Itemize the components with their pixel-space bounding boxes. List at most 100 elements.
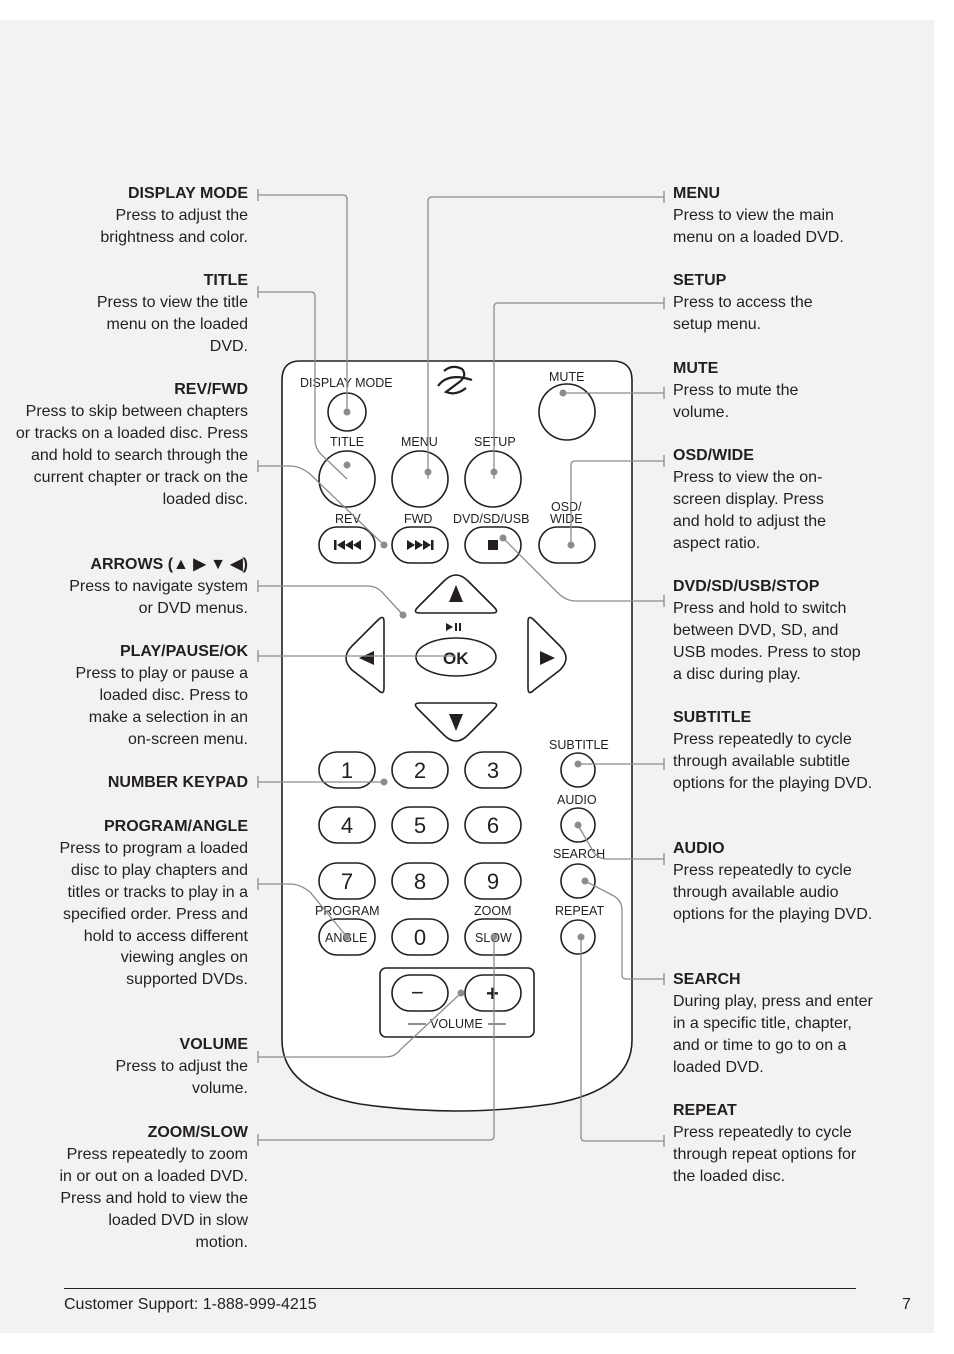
number-key-1[interactable] [318, 751, 376, 789]
callout-audio: AUDIO Press repeatedly to cycle through … [673, 838, 873, 926]
callout-title: NUMBER KEYPAD [107, 774, 248, 791]
callout-desc: Press to adjust the brightness and color… [100, 206, 248, 246]
callout-desc: Press to program a loaded disc to play c… [59, 839, 248, 989]
footer-rule [64, 1288, 856, 1289]
label-fwd: FWD [404, 512, 432, 526]
callout-title: PROGRAM/ANGLE [104, 818, 248, 835]
label-osd: OSD/ [551, 500, 582, 514]
callout-title: PLAY/PAUSE/OK [119, 643, 248, 660]
label-subtitle: SUBTITLE [549, 738, 609, 752]
label-search: SEARCH [553, 847, 605, 861]
callout-desc: Press to skip between chapters or tracks… [15, 402, 248, 508]
callout-desc: Press to access the setup menu. [673, 293, 813, 333]
arrow-down-icon [449, 714, 463, 731]
callout-title: VOLUME [179, 1036, 248, 1053]
menu-button[interactable] [391, 450, 449, 508]
volume-up-button[interactable] [464, 974, 522, 1012]
customer-support-text: Customer Support: 1-888-999-4215 [64, 1296, 317, 1313]
arrow-left-button[interactable] [345, 616, 385, 694]
setup-button[interactable] [464, 450, 522, 508]
callout-desc: Press repeatedly to zoom in or out on a … [59, 1145, 248, 1251]
callout-title: AUDIO [673, 840, 725, 857]
callout-osd-wide: OSD/WIDE Press to view the on-screen dis… [673, 445, 873, 555]
volume-minus-glyph: − [411, 980, 424, 1005]
callout-title: ZOOM/SLOW [147, 1124, 248, 1141]
callout-subtitle: SUBTITLE Press repeatedly to cycle throu… [673, 707, 873, 795]
callout-title: DVD/SD/USB/STOP [673, 578, 820, 595]
callout-title-button: TITLE Press to view the title menu on th… [18, 270, 248, 358]
callout-desc: During play, press and enter in a specif… [673, 992, 873, 1076]
gpx-logo-icon [437, 365, 473, 395]
leader-dots [343, 389, 589, 997]
number-key-5[interactable] [391, 806, 449, 844]
number-key-label: 7 [341, 869, 353, 894]
callout-desc: Press to play or pause a loaded disc. Pr… [75, 664, 248, 748]
callout-search: SEARCH During play, press and enter in a… [673, 969, 873, 1079]
rewind-icon [334, 540, 361, 550]
subtitle-button[interactable] [560, 752, 596, 788]
remote-illustration: DISPLAY MODE MUTE TITLE MENU SETUP REV F… [257, 189, 665, 1147]
arrow-right-icon [540, 651, 555, 665]
label-dvd-sd-usb: DVD/SD/USB [453, 512, 529, 526]
callout-title: TITLE [203, 272, 248, 289]
page-number: 7 [902, 1296, 911, 1313]
callout-title: MUTE [673, 360, 719, 377]
callout-title: REV/FWD [174, 381, 248, 398]
callout-desc: Press to view the on-screen display. Pre… [673, 468, 827, 552]
search-button[interactable] [560, 863, 596, 899]
volume-plus-glyph: + [486, 981, 499, 1006]
number-key-7[interactable] [318, 862, 376, 900]
label-wide: WIDE [550, 512, 583, 526]
number-key-9[interactable] [464, 862, 522, 900]
callout-title: SUBTITLE [673, 709, 752, 726]
callout-title: OSD/WIDE [673, 447, 754, 464]
callout-dvd-sd-usb-stop: DVD/SD/USB/STOP Press and hold to switch… [673, 576, 873, 686]
number-key-2[interactable] [391, 751, 449, 789]
callout-title: REPEAT [673, 1102, 737, 1119]
ok-play-pause-button[interactable] [415, 637, 497, 677]
callout-arrows: ARROWS (▲ ▶ ▼ ◀) Press to navigate syste… [18, 554, 248, 620]
callout-desc: Press to view the main menu on a loaded … [673, 206, 844, 246]
callout-rev-fwd: REV/FWD Press to skip between chapters o… [16, 379, 248, 510]
number-key-label: 2 [414, 758, 426, 783]
callout-setup: SETUP Press to access the setup menu. [673, 270, 873, 336]
label-rev: REV [335, 512, 361, 526]
number-key-label: 8 [414, 869, 426, 894]
callout-title: SEARCH [673, 971, 741, 988]
callout-program-angle: PROGRAM/ANGLE Press to program a loaded … [18, 816, 248, 991]
number-key-label: 5 [414, 813, 426, 838]
number-key-label: 0 [414, 925, 426, 950]
number-key-3[interactable] [464, 751, 522, 789]
osd-wide-button[interactable] [538, 526, 596, 564]
number-key-6[interactable] [464, 806, 522, 844]
callout-desc: Press to adjust the volume. [115, 1057, 248, 1097]
arrow-up-icon [449, 585, 463, 602]
callout-number-keypad: NUMBER KEYPAD [18, 772, 248, 794]
callout-volume: VOLUME Press to adjust the volume. [18, 1034, 248, 1100]
callout-title: SETUP [673, 272, 727, 289]
callout-mute: MUTE Press to mute the volume. [673, 358, 873, 424]
callout-play-pause-ok: PLAY/PAUSE/OK Press to play or pause a l… [18, 641, 248, 751]
callout-desc: Press to mute the volume. [673, 381, 799, 421]
callout-desc: Press repeatedly to cycle through availa… [673, 861, 873, 923]
number-key-label: 4 [341, 813, 353, 838]
number-key-8[interactable] [391, 862, 449, 900]
number-key-0[interactable] [391, 918, 449, 956]
manual-page: DISPLAY MODE Press to adjust the brightn… [0, 20, 934, 1333]
label-zoom: ZOOM [474, 904, 512, 918]
callout-desc: Press repeatedly to cycle through repeat… [673, 1123, 857, 1185]
volume-down-button[interactable] [391, 974, 449, 1012]
number-key-label: 3 [487, 758, 499, 783]
callout-title: MENU [673, 185, 721, 202]
callout-zoom-slow: ZOOM/SLOW Press repeatedly to zoom in or… [18, 1122, 248, 1253]
leader-lines [258, 194, 664, 1142]
number-key-4[interactable] [318, 806, 376, 844]
mute-button[interactable] [538, 383, 596, 441]
fast-forward-icon [407, 540, 434, 550]
label-audio: AUDIO [557, 793, 597, 807]
leader-ticks [257, 189, 665, 1147]
callout-desc: Press and hold to switch between DVD, SD… [673, 599, 861, 683]
number-key-label: 1 [341, 758, 353, 783]
callout-menu: MENU Press to view the main menu on a lo… [673, 183, 873, 249]
